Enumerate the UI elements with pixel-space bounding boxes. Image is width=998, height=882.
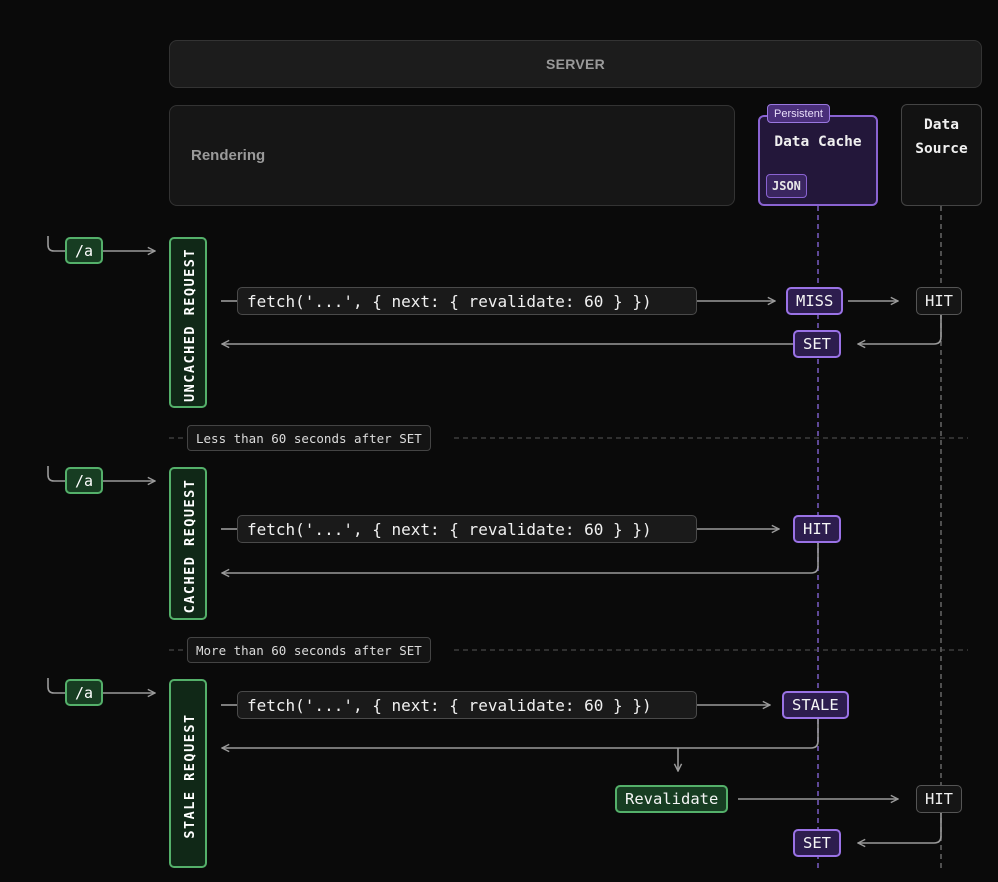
- fetch-call-cached: fetch('...', { next: { revalidate: 60 } …: [237, 515, 697, 543]
- cached-request-label: CACHED REQUEST: [169, 467, 207, 620]
- route-chip-stale: /a: [65, 679, 103, 706]
- source-hit-chip-2: HIT: [916, 785, 962, 813]
- route-chip-cached: /a: [65, 467, 103, 494]
- route-chip-uncached: /a: [65, 237, 103, 264]
- persistent-badge: Persistent: [767, 104, 830, 123]
- rendering-panel: Rendering: [169, 105, 735, 206]
- stale-request-text: STALE REQUEST: [182, 712, 198, 839]
- divider-label-2: More than 60 seconds after SET: [187, 637, 431, 663]
- uncached-request-label: UNCACHED REQUEST: [169, 237, 207, 408]
- uncached-request-text: UNCACHED REQUEST: [182, 247, 198, 402]
- miss-chip: MISS: [786, 287, 844, 315]
- fetch-call-stale: fetch('...', { next: { revalidate: 60 } …: [237, 691, 697, 719]
- stale-return-arrow: [222, 719, 819, 748]
- data-source-box: [901, 104, 982, 206]
- divider-label-1: Less than 60 seconds after SET: [187, 425, 431, 451]
- data-source-title-line2: Source: [915, 141, 968, 157]
- stale-chip: STALE: [782, 691, 849, 719]
- hit-return-arrow: [222, 543, 819, 573]
- source-to-set-arrow-2: [858, 813, 942, 843]
- route-hook-1: [47, 236, 65, 252]
- source-to-set-arrow-1: [858, 315, 942, 344]
- route-hook-2: [47, 466, 65, 482]
- fetch-call-uncached: fetch('...', { next: { revalidate: 60 } …: [237, 287, 697, 315]
- data-source-title-line1: Data: [924, 117, 959, 133]
- source-hit-chip-1: HIT: [916, 287, 962, 315]
- stale-request-label: STALE REQUEST: [169, 679, 207, 868]
- data-cache-title: Data Cache: [774, 134, 862, 150]
- revalidate-chip: Revalidate: [615, 785, 729, 813]
- set-chip-2: SET: [793, 829, 841, 857]
- json-tag: JSON: [766, 174, 807, 198]
- server-header: SERVER: [169, 40, 982, 88]
- set-chip-1: SET: [793, 330, 841, 358]
- cache-hit-chip: HIT: [793, 515, 841, 543]
- cached-request-text: CACHED REQUEST: [182, 478, 198, 613]
- route-hook-3: [47, 678, 65, 694]
- rendering-label: Rendering: [191, 147, 266, 164]
- server-label: SERVER: [545, 56, 606, 72]
